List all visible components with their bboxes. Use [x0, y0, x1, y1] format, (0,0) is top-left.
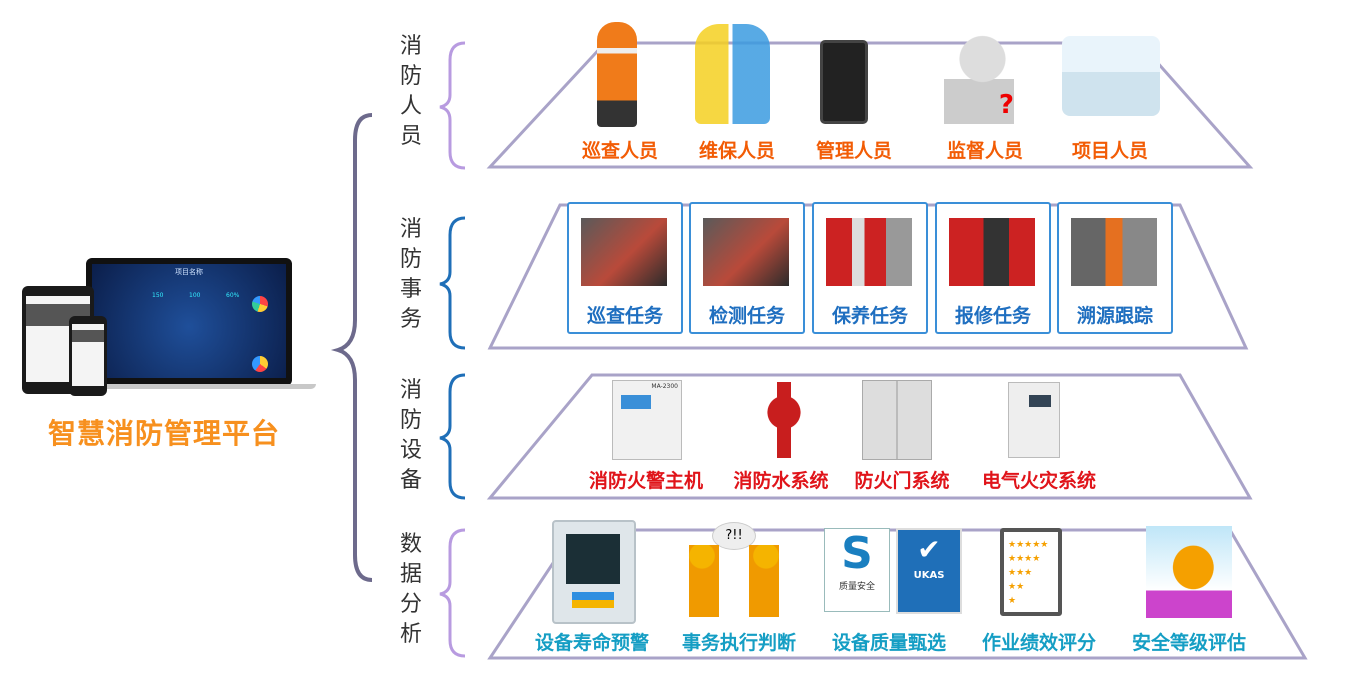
safety-helmet-icon	[1146, 526, 1232, 618]
fire-door-icon	[862, 380, 932, 460]
donut-chart-icon	[252, 296, 268, 312]
task-card-traceability[interactable]: 溯源跟踪	[1057, 202, 1173, 334]
tier-label-personnel: 消防人员	[399, 34, 422, 149]
fire-alarm-panel-icon: MA-2300	[612, 380, 682, 460]
ukas-cert-icon: ✔ UKAS	[896, 528, 962, 614]
screen-stat: 60%	[226, 292, 240, 299]
clipboard-rating-icon: ★★★★★★★★★★★★★★★	[1000, 528, 1062, 616]
analysis-task-judgment: 事务执行判断	[681, 632, 797, 654]
personnel-project: 项目人员	[1071, 140, 1149, 162]
personnel-management: 管理人员	[815, 140, 893, 162]
main-brace	[330, 113, 373, 582]
task-photo	[826, 218, 912, 286]
tier-frame-equipment	[486, 373, 1253, 500]
task-photo	[703, 218, 789, 286]
phone-mockup	[69, 316, 107, 396]
equipment-water-system: 消防水系统	[733, 470, 829, 492]
brace-analysis	[439, 528, 466, 658]
laptop-screen: 项目名称 150 100 60%	[92, 264, 286, 378]
brace-tasks	[439, 216, 466, 350]
analysis-performance-score: 作业绩效评分	[981, 632, 1097, 654]
tier-label-tasks: 消防事务	[399, 217, 422, 332]
tier-label-analysis: 数据分析	[399, 532, 422, 647]
tier-label-equipment: 消防设备	[399, 378, 422, 493]
maintenance-workers-icon	[695, 24, 770, 124]
supervisor-magnifier-icon: ?	[944, 24, 1014, 124]
screen-header: 项目名称	[175, 268, 203, 276]
task-card-repair[interactable]: 报修任务	[935, 202, 1051, 334]
task-card-upkeep[interactable]: 保养任务	[812, 202, 928, 334]
equipment-fire-alarm-host: 消防火警主机	[588, 470, 704, 492]
analysis-lifespan-warning: 设备寿命预警	[534, 632, 650, 654]
screen-stat: 100	[189, 292, 201, 299]
task-photo	[949, 218, 1035, 286]
platform-title: 智慧消防管理平台	[48, 417, 281, 450]
patrol-worker-icon	[597, 22, 637, 127]
task-photo	[1071, 218, 1157, 286]
pie-chart-icon	[252, 356, 268, 372]
laptop-base	[80, 384, 316, 389]
personnel-patrol: 巡查人员	[581, 140, 659, 162]
personnel-maintenance: 维保人员	[698, 140, 776, 162]
quality-cert-icon: S 质量安全	[824, 528, 890, 612]
water-valve-icon	[748, 382, 820, 458]
screen-stat: 150	[152, 292, 164, 299]
electrical-panel-icon	[1008, 382, 1060, 458]
task-card-patrol[interactable]: 巡查任务	[567, 202, 683, 334]
equipment-fire-door: 防火门系统	[854, 470, 950, 492]
project-team-icon	[1062, 36, 1160, 116]
analysis-safety-grade: 安全等级评估	[1131, 632, 1247, 654]
monitor-device-icon	[552, 520, 636, 624]
manager-phone-icon	[820, 40, 868, 124]
task-card-inspection[interactable]: 检测任务	[689, 202, 805, 334]
alarm-brand-text: MA-2300	[651, 383, 678, 390]
analysis-quality-selection: 设备质量甄选	[831, 632, 947, 654]
brace-equipment	[439, 373, 466, 500]
equipment-electrical-fire: 电气火灾系统	[981, 470, 1097, 492]
personnel-supervision: 监督人员	[946, 140, 1024, 162]
task-photo	[581, 218, 667, 286]
brace-personnel	[439, 41, 466, 170]
laptop-mockup: 项目名称 150 100 60%	[86, 258, 292, 386]
people-discussion-icon	[684, 545, 784, 617]
